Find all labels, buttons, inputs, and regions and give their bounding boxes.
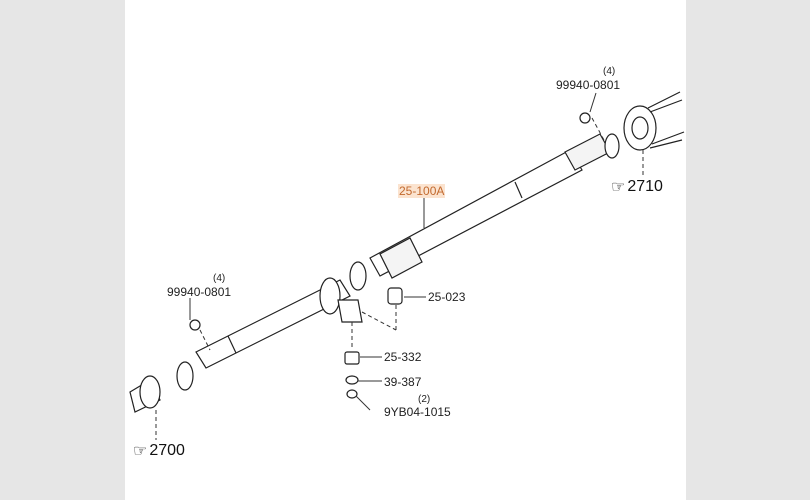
part-25-332 (344, 351, 360, 365)
part-label[interactable]: 9YB04-1015 (384, 405, 451, 419)
main-part-label[interactable]: 25-100A (398, 184, 446, 198)
center-bearing (319, 277, 341, 315)
part-qty: (2) (418, 394, 431, 405)
part-label[interactable]: 39-387 (384, 375, 422, 389)
part-qty: (4) (603, 66, 616, 77)
part-label[interactable]: 25-023 (428, 290, 466, 304)
part-label[interactable]: 99940-0801 (556, 78, 621, 92)
pointing-hand-icon: ☞ (611, 179, 626, 196)
part-25-023 (387, 287, 403, 305)
rear-shaft-tube (195, 279, 351, 369)
part-label[interactable]: 25-332 (384, 350, 422, 364)
part-label[interactable]: 99940-0801 (167, 285, 232, 299)
front-flange (604, 133, 620, 159)
reference-link-2710[interactable]: ☞ 2710 (611, 178, 663, 196)
pointing-hand-icon: ☞ (133, 443, 148, 460)
rear-flange (176, 361, 194, 391)
reference-link-2700[interactable]: ☞ 2700 (133, 442, 185, 460)
propeller-shaft-drawing (129, 91, 685, 440)
parts-diagram: 25-100A (4) 99940-0801 (4) 99940-0801 25… (125, 0, 686, 500)
front-shaft-tube (369, 149, 583, 277)
part-qty: (4) (213, 273, 226, 284)
